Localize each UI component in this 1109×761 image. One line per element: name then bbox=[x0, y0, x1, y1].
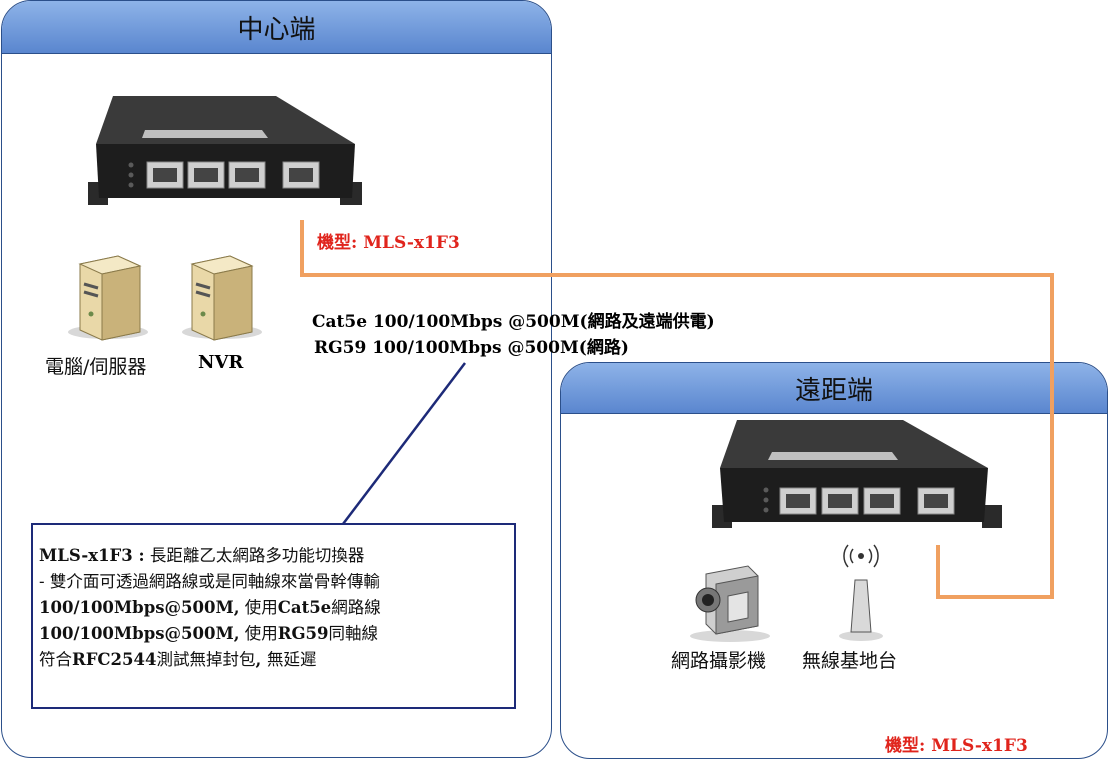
cable-line bbox=[300, 220, 1054, 599]
description-line-3: 100/100Mbps@500M, 使用Cat5e網路線 bbox=[39, 598, 381, 617]
device-label-wireless-ap: 無線基地台 bbox=[802, 650, 898, 672]
description-line-2: - 雙介面可透過網路線或是同軸線來當骨幹傳輸 bbox=[39, 572, 380, 591]
link-line-cat5e: Cat5e 100/100Mbps @500M(網路及遠端供電) bbox=[312, 312, 715, 332]
central-title: 中心端 bbox=[237, 14, 316, 45]
central-model-label: 機型: MLS-x1F3 bbox=[317, 233, 460, 253]
remote-title: 遠距端 bbox=[794, 375, 873, 406]
description-line-5: 符合RFC2544測試無掉封包, 無延遲 bbox=[39, 650, 317, 669]
central-panel-header: 中心端 bbox=[2, 1, 551, 54]
device-label-ip-camera: 網路攝影機 bbox=[671, 650, 767, 672]
callout-line bbox=[342, 362, 466, 525]
description-box: MLS-x1F3 : 長距離乙太網路多功能切換器 - 雙介面可透過網路線或是同軸… bbox=[31, 523, 516, 709]
description-line-4: 100/100Mbps@500M, 使用RG59同軸線 bbox=[39, 624, 379, 643]
switch-leds bbox=[128, 162, 134, 188]
description-line-1: MLS-x1F3 : 長距離乙太網路多功能切換器 bbox=[39, 546, 365, 565]
device-label-nvr: NVR bbox=[198, 352, 244, 373]
remote-panel-header: 遠距端 bbox=[561, 363, 1107, 414]
switch-ports bbox=[146, 161, 320, 189]
remote-model-label: 機型: MLS-x1F3 bbox=[885, 736, 1028, 756]
link-line-rg59: RG59 100/100Mbps @500M(網路) bbox=[314, 338, 629, 358]
device-label-pc-server: 電腦/伺服器 bbox=[45, 356, 147, 378]
